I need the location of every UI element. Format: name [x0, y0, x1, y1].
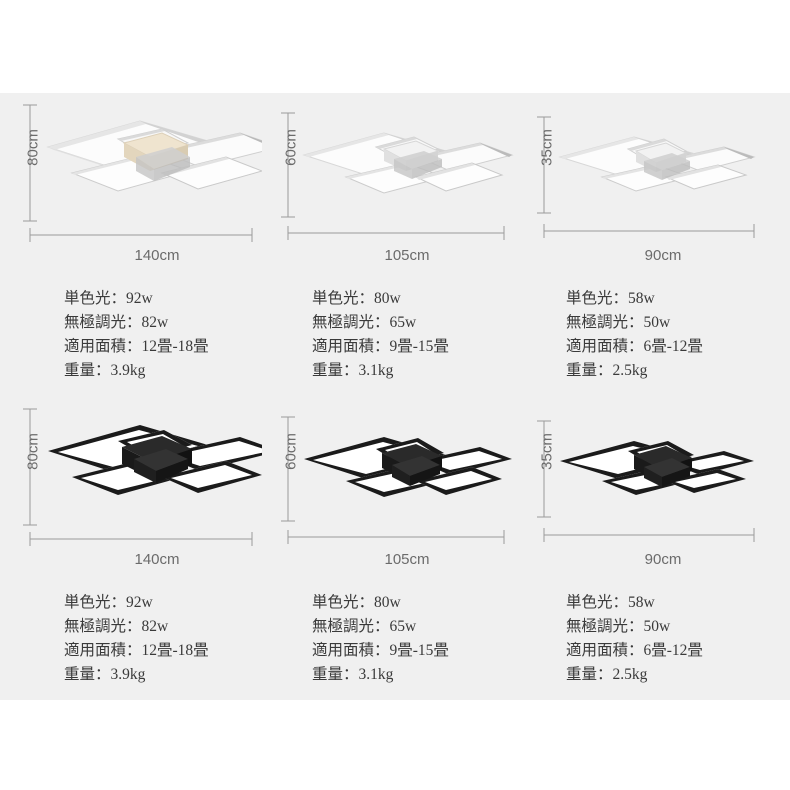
lamp-illustration — [48, 425, 262, 495]
dimension-lines — [23, 104, 253, 242]
height-dimension-label: 35cm — [538, 129, 556, 166]
spec-single-color-light: 単色光：58w — [566, 594, 655, 611]
spec-weight: 重量：3.9kg — [64, 666, 146, 683]
spec-list: 単色光：80w 無極調光：65w 適用面積：9畳-15畳 重量：3.1kg — [312, 591, 449, 687]
lamp-figure: 35cm 90cm — [520, 399, 770, 577]
product-grid: 80cm 140cm 単色光：92w 無極調光：82w 適用面積：12畳-18畳… — [0, 93, 790, 700]
content-background-band — [0, 93, 790, 700]
spec-single-color-light: 単色光：58w — [566, 290, 655, 307]
lamp-diagram-black-105 — [281, 416, 512, 544]
spec-list: 単色光：58w 無極調光：50w 適用面積：6畳-12畳 重量：2.5kg — [566, 287, 703, 383]
lamp-illustration — [302, 132, 514, 194]
spec-stepless-dimming: 無極調光：65w — [312, 314, 417, 331]
spec-stepless-dimming: 無極調光：82w — [64, 618, 169, 635]
product-cell: 80cm 140cm 単色光：92w 無極調光：82w 適用面積：12畳-18畳… — [12, 399, 262, 699]
width-dimension-label: 105cm — [384, 247, 430, 264]
spec-list: 単色光：58w 無極調光：50w 適用面積：6畳-12畳 重量：2.5kg — [566, 591, 703, 687]
spec-weight: 重量：3.9kg — [64, 362, 146, 379]
lamp-diagram-white-90 — [537, 116, 756, 238]
lamp-figure: 80cm 140cm — [12, 399, 262, 577]
spec-applicable-area: 適用面積：6畳-12畳 — [566, 642, 703, 659]
spec-stepless-dimming: 無極調光：65w — [312, 618, 417, 635]
spec-single-color-light: 単色光：92w — [64, 594, 153, 611]
spec-applicable-area: 適用面積：9畳-15畳 — [312, 338, 449, 355]
product-cell: 35cm 90cm 単色光：58w 無極調光：50w 適用面積：6畳-12畳 重… — [520, 95, 770, 395]
width-dimension-label: 140cm — [134, 247, 180, 264]
lamp-figure: 80cm 140cm — [12, 95, 262, 273]
dimension-lines — [281, 112, 505, 240]
lamp-figure: 60cm 105cm — [266, 399, 516, 577]
spec-applicable-area: 適用面積：12畳-18畳 — [64, 642, 209, 659]
height-dimension-label: 35cm — [538, 433, 556, 470]
spec-single-color-light: 単色光：92w — [64, 290, 153, 307]
spec-single-color-light: 単色光：80w — [312, 594, 401, 611]
spec-stepless-dimming: 無極調光：50w — [566, 618, 671, 635]
spec-list: 単色光：80w 無極調光：65w 適用面積：9畳-15畳 重量：3.1kg — [312, 287, 449, 383]
lamp-diagram-white-105 — [281, 112, 514, 240]
spec-applicable-area: 適用面積：6畳-12畳 — [566, 338, 703, 355]
width-dimension-label: 140cm — [134, 551, 180, 568]
lamp-illustration — [560, 441, 754, 495]
spec-applicable-area: 適用面積：9畳-15畳 — [312, 642, 449, 659]
spec-weight: 重量：2.5kg — [566, 362, 648, 379]
height-dimension-label: 60cm — [282, 129, 300, 166]
lamp-illustration — [304, 437, 512, 497]
spec-applicable-area: 適用面積：12畳-18畳 — [64, 338, 209, 355]
spec-stepless-dimming: 無極調光：82w — [64, 314, 169, 331]
dimension-lines — [281, 416, 505, 544]
dimension-lines — [537, 420, 755, 542]
lamp-illustration — [46, 120, 262, 192]
spec-weight: 重量：2.5kg — [566, 666, 648, 683]
height-dimension-label: 80cm — [24, 433, 42, 470]
spec-stepless-dimming: 無極調光：50w — [566, 314, 671, 331]
width-dimension-label: 90cm — [644, 551, 682, 568]
spec-weight: 重量：3.1kg — [312, 362, 394, 379]
product-cell: 60cm 105cm 単色光：80w 無極調光：65w 適用面積：9畳-15畳 … — [266, 399, 516, 699]
product-cell: 35cm 90cm 単色光：58w 無極調光：50w 適用面積：6畳-12畳 重… — [520, 399, 770, 699]
spec-weight: 重量：3.1kg — [312, 666, 394, 683]
width-dimension-label: 105cm — [384, 551, 430, 568]
spec-list: 単色光：92w 無極調光：82w 適用面積：12畳-18畳 重量：3.9kg — [64, 591, 209, 687]
product-cell: 80cm 140cm 単色光：92w 無極調光：82w 適用面積：12畳-18畳… — [12, 95, 262, 395]
lamp-figure: 35cm 90cm — [520, 95, 770, 273]
product-cell: 60cm 105cm 単色光：80w 無極調光：65w 適用面積：9畳-15畳 … — [266, 95, 516, 395]
dimension-lines — [23, 408, 253, 546]
height-dimension-label: 60cm — [282, 433, 300, 470]
spec-single-color-light: 単色光：80w — [312, 290, 401, 307]
lamp-diagram-black-90 — [537, 420, 755, 542]
height-dimension-label: 80cm — [24, 129, 42, 166]
lamp-figure: 60cm 105cm — [266, 95, 516, 273]
dimension-lines — [537, 116, 755, 238]
width-dimension-label: 90cm — [644, 247, 682, 264]
lamp-diagram-black-140 — [23, 408, 262, 546]
lamp-illustration — [558, 136, 756, 192]
spec-list: 単色光：92w 無極調光：82w 適用面積：12畳-18畳 重量：3.9kg — [64, 287, 209, 383]
lamp-diagram-white-140 — [23, 104, 262, 242]
